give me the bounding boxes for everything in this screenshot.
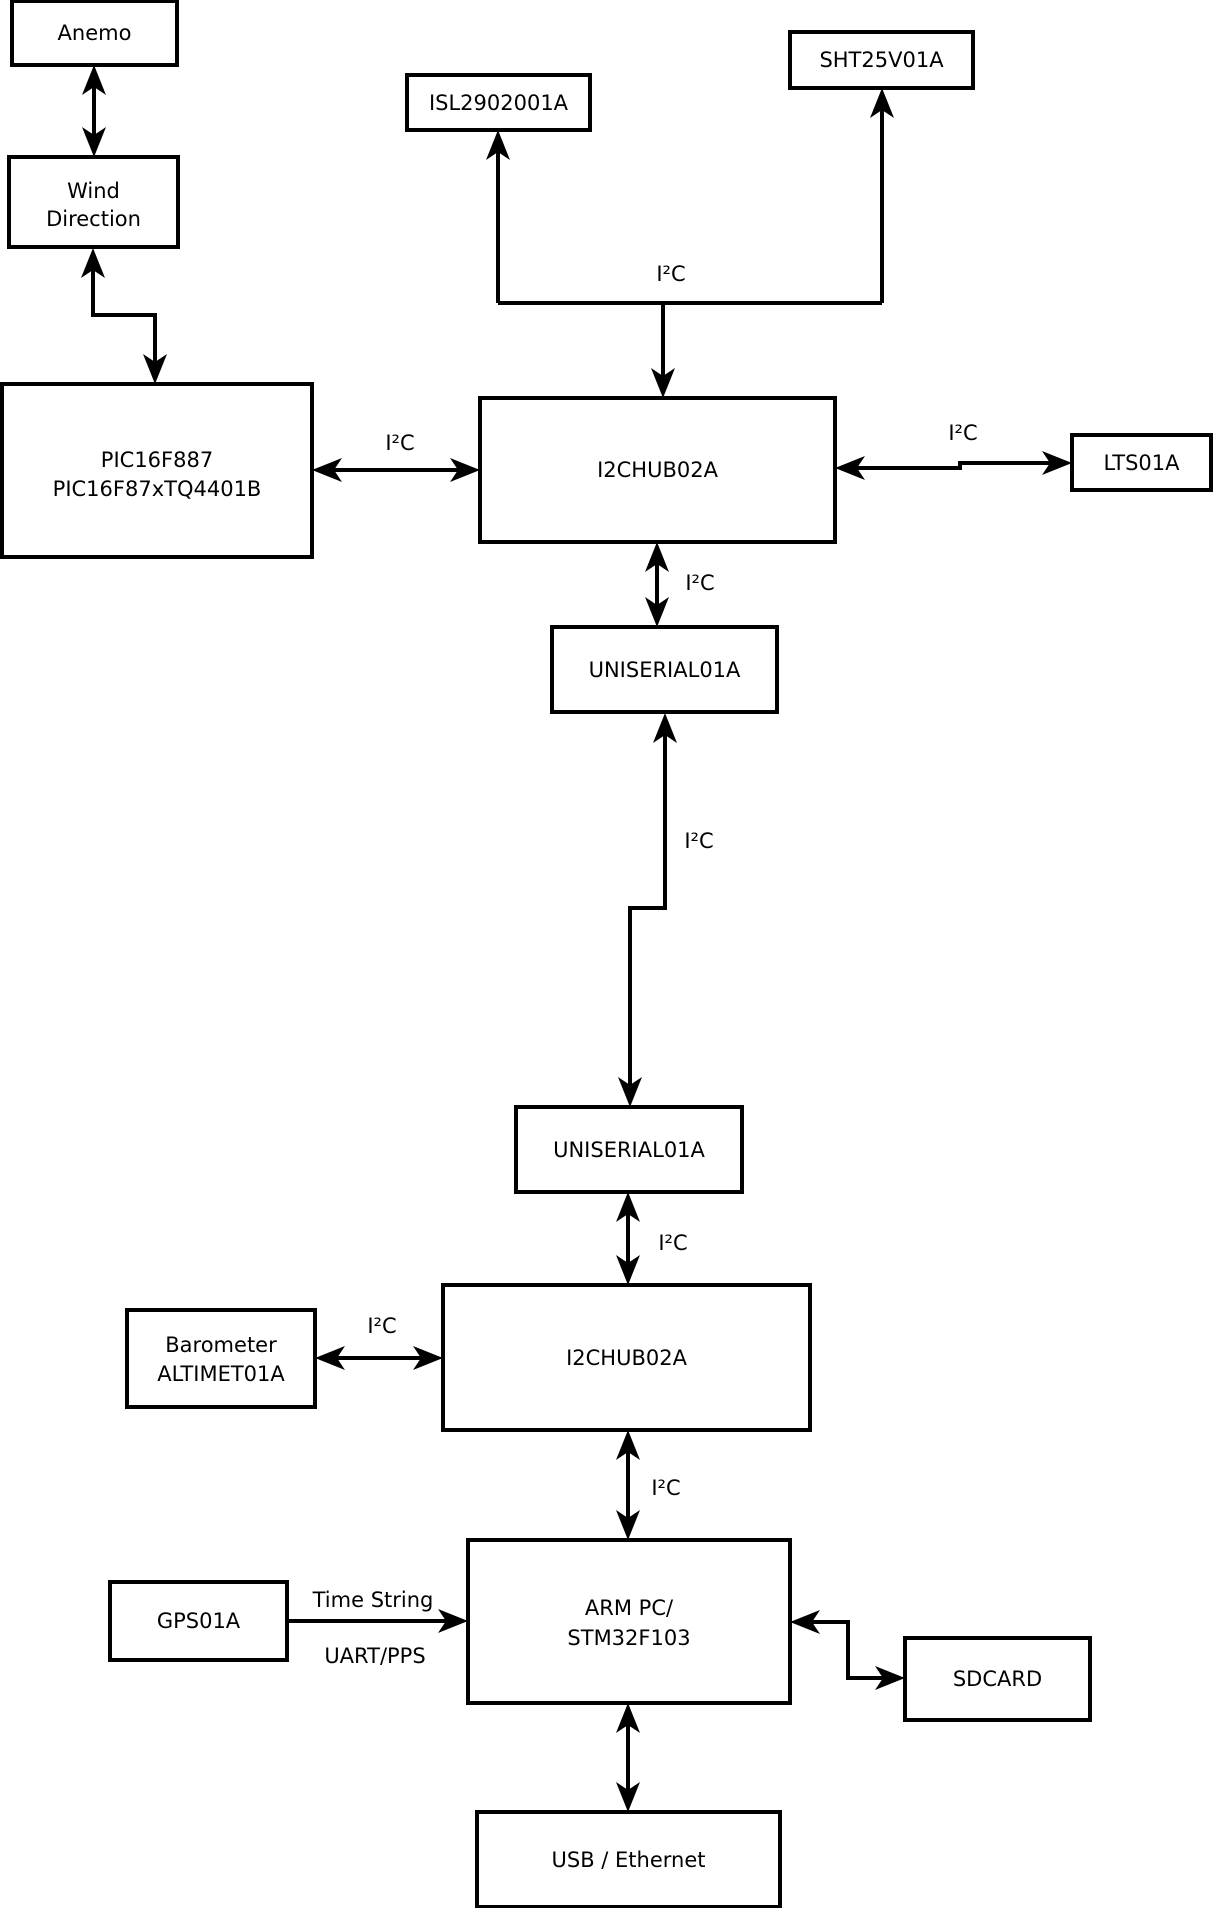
- node-uniserial01a-bottom: UNISERIAL01A: [514, 1105, 744, 1194]
- node-wind-direction-line2: Direction: [46, 207, 141, 231]
- node-pic16f887-line1: PIC16F887: [101, 448, 213, 472]
- node-pic16f887-line2: PIC16F87xTQ4401B: [53, 477, 262, 501]
- edge-label-i2c-uniserial-hub2: I²C: [658, 1231, 687, 1255]
- node-barometer-line2: ALTIMET01A: [157, 1362, 285, 1386]
- node-barometer-line1: Barometer: [165, 1333, 277, 1357]
- node-lts01a-label: LTS01A: [1103, 451, 1180, 475]
- edge-label-i2c-hub2-armpc: I²C: [651, 1476, 680, 1500]
- node-sdcard: SDCARD: [903, 1636, 1092, 1722]
- edge-winddirection-pic: [81, 248, 167, 384]
- node-sdcard-label: SDCARD: [953, 1667, 1042, 1691]
- node-sht25v01a-label: SHT25V01A: [819, 48, 944, 72]
- edge-label-i2c-uniserial-link: I²C: [684, 829, 713, 853]
- node-wind-direction: Wind Direction: [7, 155, 180, 249]
- node-arm-pc-line1: ARM PC/: [585, 1596, 674, 1620]
- node-i2chub02a-top-label: I2CHUB02A: [597, 458, 719, 482]
- node-gps01a: GPS01A: [108, 1580, 289, 1662]
- edge-label-time-string: Time String: [312, 1588, 434, 1612]
- node-uniserial01a-top: UNISERIAL01A: [550, 625, 779, 714]
- edge-label-uart-pps: UART/PPS: [324, 1644, 425, 1668]
- node-i2chub02a-bottom-label: I2CHUB02A: [566, 1346, 688, 1370]
- node-anemo: Anemo: [10, 0, 179, 67]
- node-lts01a: LTS01A: [1070, 433, 1213, 492]
- edge-label-i2c-hub-uniserial: I²C: [685, 571, 714, 595]
- edge-label-i2c-sensor-bus: I²C: [656, 262, 685, 286]
- node-wind-direction-line1: Wind: [67, 179, 120, 203]
- node-i2chub02a-bottom: I2CHUB02A: [441, 1283, 812, 1432]
- node-i2chub02a-top: I2CHUB02A: [478, 396, 837, 544]
- node-anemo-label: Anemo: [58, 21, 132, 45]
- node-gps01a-label: GPS01A: [157, 1609, 241, 1633]
- node-usb-ethernet: USB / Ethernet: [475, 1810, 782, 1908]
- node-barometer-altimet01a: Barometer ALTIMET01A: [125, 1308, 317, 1409]
- edge-armpc-sdcard: [790, 1610, 905, 1690]
- node-sht25v01a: SHT25V01A: [788, 30, 975, 90]
- node-isl2902001a: ISL2902001A: [405, 73, 592, 132]
- edge-label-i2c-pic-hub: I²C: [385, 431, 414, 455]
- edge-uniserial-link: [618, 713, 677, 1107]
- edge-label-i2c-barometer-hub2: I²C: [367, 1314, 396, 1338]
- node-arm-pc-stm32f103: ARM PC/ STM32F103: [466, 1538, 792, 1705]
- node-uniserial01a-bottom-label: UNISERIAL01A: [553, 1138, 705, 1162]
- node-isl2902001a-label: ISL2902001A: [429, 91, 569, 115]
- node-usb-ethernet-label: USB / Ethernet: [552, 1848, 706, 1872]
- node-arm-pc-line2: STM32F103: [567, 1626, 690, 1650]
- node-pic16f887: PIC16F887 PIC16F87xTQ4401B: [0, 382, 314, 559]
- edge-label-i2c-hub-lts: I²C: [948, 421, 977, 445]
- edge-i2chubtop-lts: [835, 451, 1072, 480]
- node-uniserial01a-top-label: UNISERIAL01A: [589, 658, 741, 682]
